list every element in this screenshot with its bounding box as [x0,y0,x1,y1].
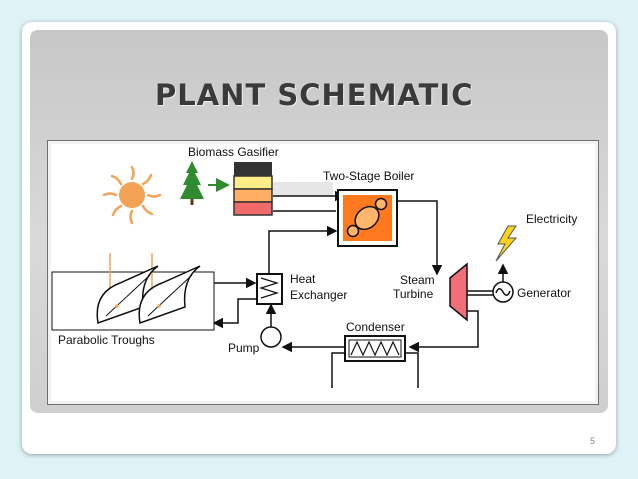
boiler-feed-line [268,230,318,274]
gasifier-layer-orange [233,188,273,203]
condenser [331,335,419,388]
two-stage-boiler-label: Two-Stage Boiler [323,169,414,183]
parabolic-troughs-label: Parabolic Troughs [58,333,155,347]
condenser-label: Condenser [346,320,405,334]
exhaust-line [408,310,479,353]
gasifier-layer-yellow [233,175,273,190]
pump-label: Pump [228,341,260,355]
biomass-gasifier [233,162,273,216]
steam-turbine [449,262,468,322]
lightning-icon [495,225,518,262]
plant-schematic-diagram: Biomass Gasifier Two-Stage Boiler [47,140,599,405]
exchanger-label: Exchanger [290,288,347,302]
slide: PLANT SCHEMATIC [22,22,616,454]
schematic-svg: Biomass Gasifier Two-Stage Boiler [51,145,577,388]
tree-icon [180,161,204,205]
sun-icon [102,165,162,225]
content-panel: PLANT SCHEMATIC [30,30,608,413]
slide-title: PLANT SCHEMATIC [155,78,474,112]
gasifier-layer-red [233,201,273,216]
gasifier-layer-top [234,162,272,176]
generator-icon [492,281,514,303]
pump [260,326,282,348]
steam-label: Steam [400,273,435,287]
generator-label: Generator [517,286,571,300]
heat-label: Heat [290,272,316,286]
steam-line [397,200,443,276]
turbine-label: Turbine [393,287,434,301]
electricity-label: Electricity [526,212,577,226]
heat-exchanger [256,273,283,305]
trough-return-line [212,298,257,329]
syngas-band [273,182,333,196]
page-number: 5 [590,436,596,446]
two-stage-boiler [337,189,398,247]
parabolic-troughs [51,253,215,331]
biomass-gasifier-label: Biomass Gasifier [188,145,279,159]
